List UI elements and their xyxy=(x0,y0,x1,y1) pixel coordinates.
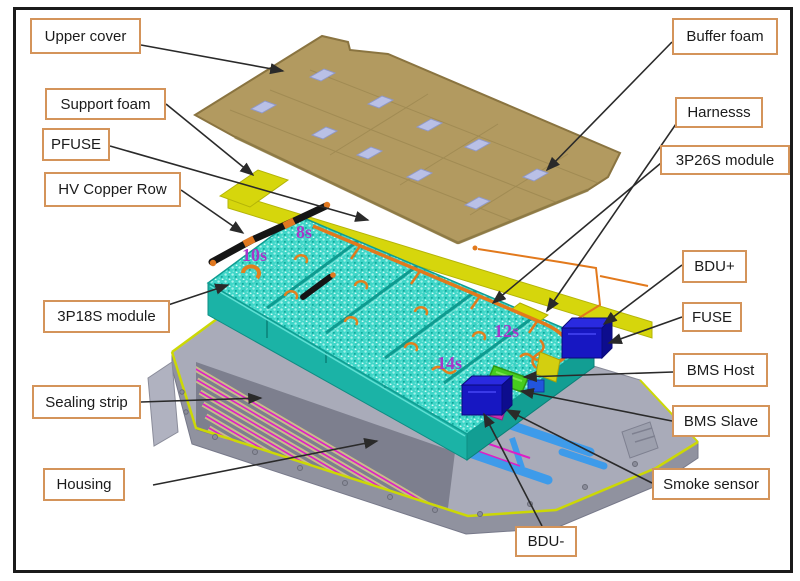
callout-fuse: FUSE xyxy=(682,302,742,332)
hv-copper-row-cable xyxy=(208,201,336,300)
callout-smoke-sensor: Smoke sensor xyxy=(652,468,770,500)
series-label-12s: 12s xyxy=(494,321,520,341)
callout-bdu-minus: BDU- xyxy=(515,526,577,557)
callout-bdu-plus: BDU+ xyxy=(682,250,747,283)
series-label-14s: 14s xyxy=(437,353,463,373)
bdu-minus-unit xyxy=(460,374,514,417)
figure-border xyxy=(13,7,793,573)
callout-sealing-strip: Sealing strip xyxy=(32,385,141,419)
callout-hv-copper-row: HV Copper Row xyxy=(44,172,181,207)
bms-bracket xyxy=(535,351,561,383)
callout-3p18s-module: 3P18S module xyxy=(43,300,170,333)
leader-arrows xyxy=(109,41,683,527)
callout-pfuse: PFUSE xyxy=(42,128,110,161)
callout-3p26s-module: 3P26S module xyxy=(660,145,790,175)
series-label-8s: 8s xyxy=(296,222,313,242)
callout-bms-slave: BMS Slave xyxy=(672,405,770,437)
bdu-plus-unit xyxy=(560,316,614,360)
tray-bolts xyxy=(179,389,638,517)
callout-support-foam: Support foam xyxy=(45,88,166,120)
callout-bms-host: BMS Host xyxy=(673,353,768,387)
callout-housing: Housing xyxy=(43,468,125,501)
buffer-foam-pads xyxy=(249,68,550,210)
callout-upper-cover: Upper cover xyxy=(30,18,141,54)
support-foam xyxy=(218,169,653,339)
module-grooves xyxy=(266,239,536,385)
series-label-10s: 10s xyxy=(242,245,268,265)
callout-harnesss: Harnesss xyxy=(675,97,763,128)
callout-buffer-foam: Buffer foam xyxy=(672,18,778,55)
